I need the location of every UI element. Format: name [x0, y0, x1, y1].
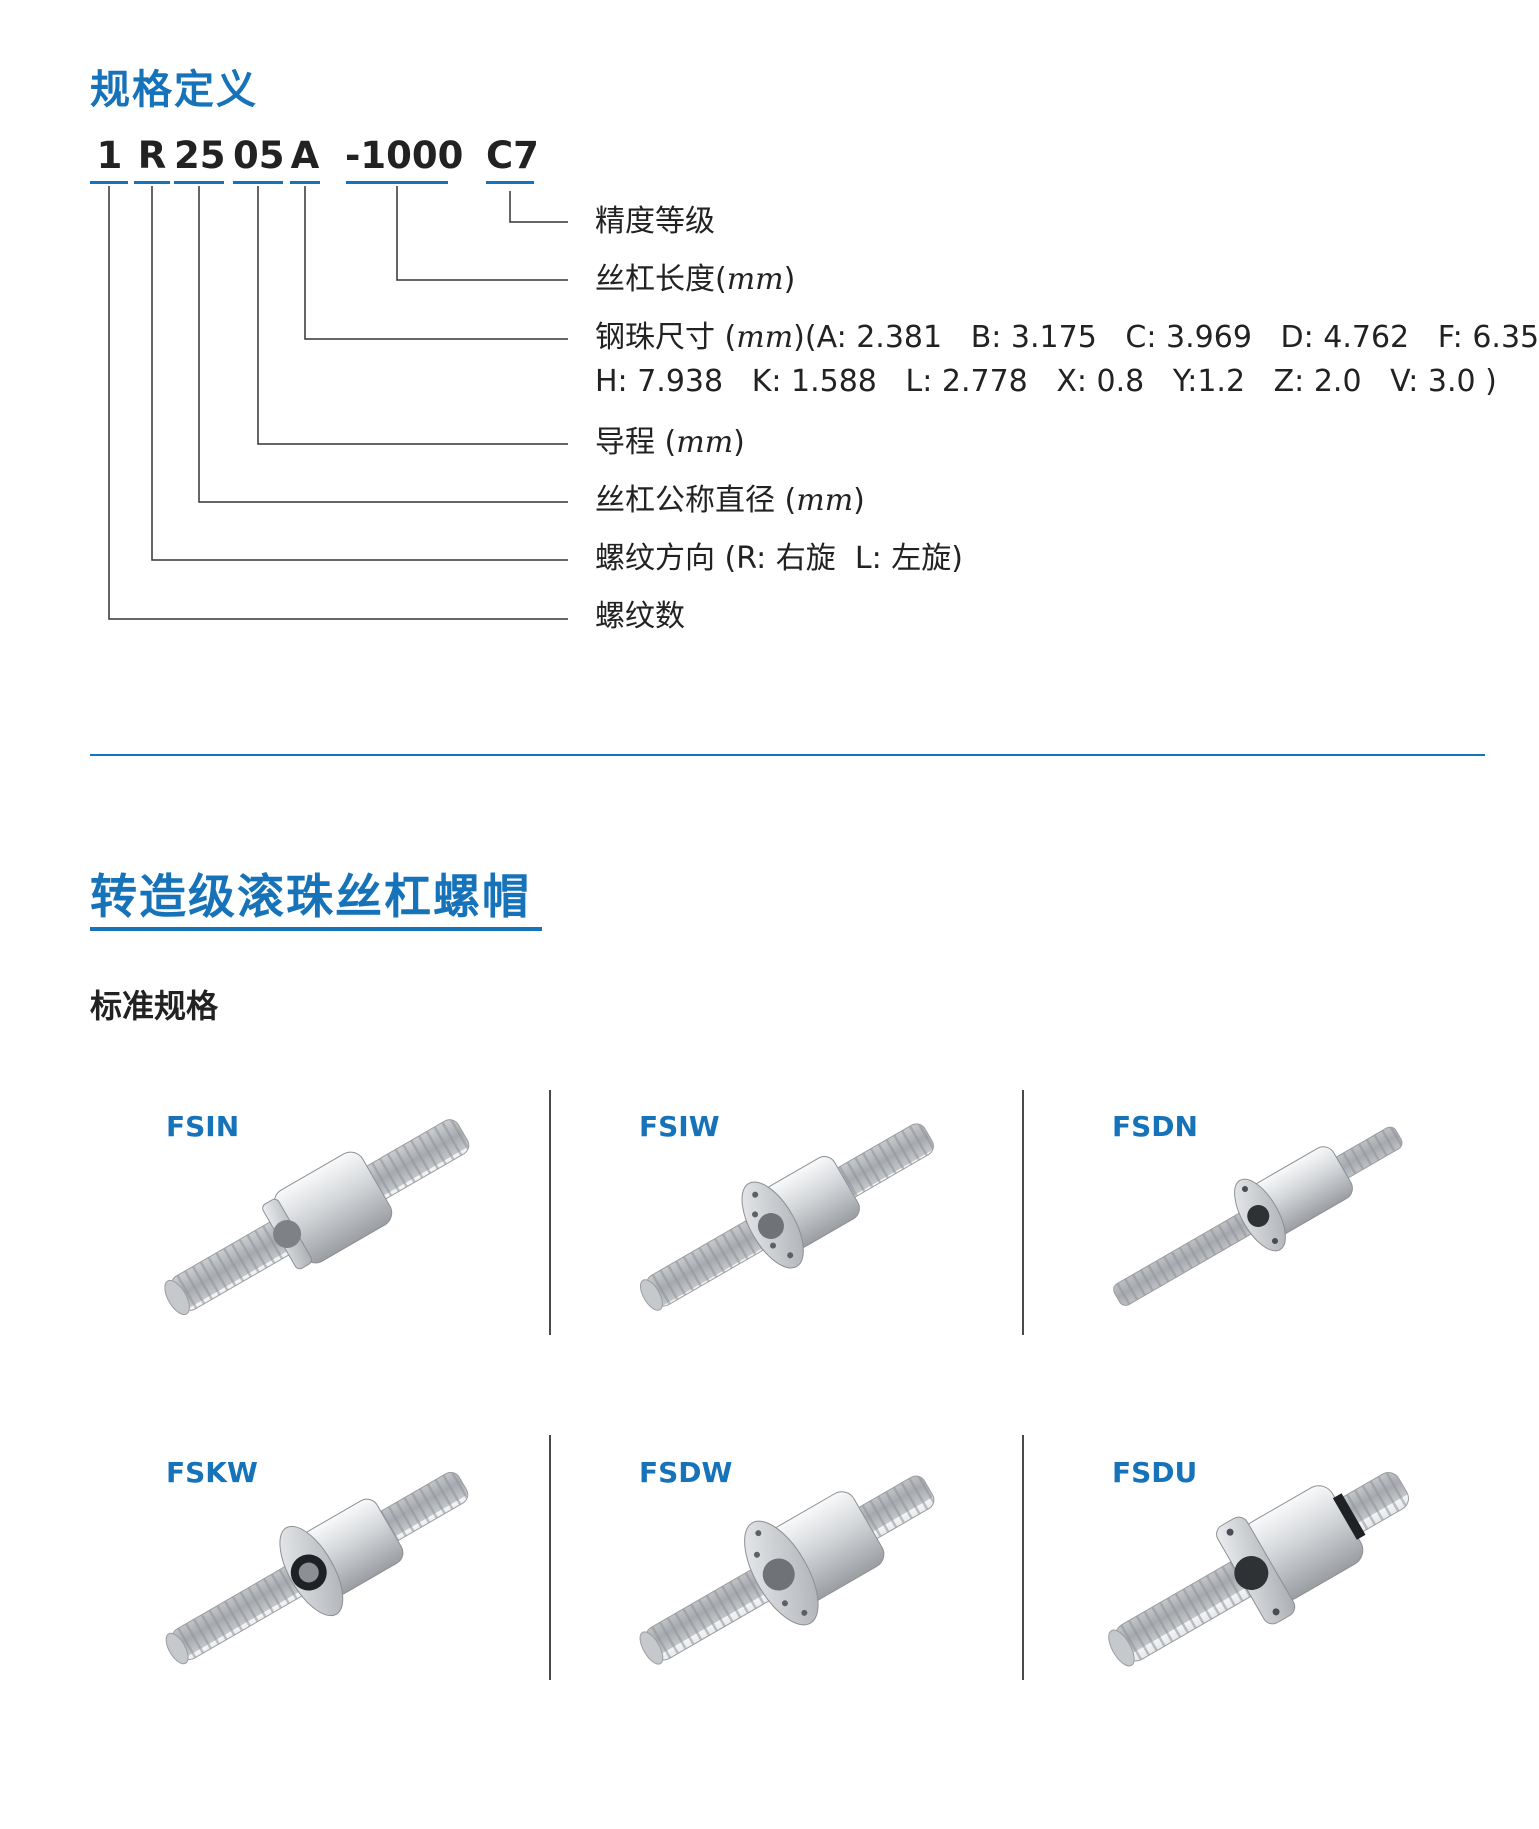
label-ball: 钢珠尺寸 (mm)(A: 2.381 B: 3.175 C: 3.969 D: …	[595, 320, 1539, 355]
label-threads: 螺纹数	[595, 599, 685, 634]
code-ball: A	[290, 134, 320, 177]
code-grade: C7	[486, 134, 539, 177]
label-length: 丝杠长度(mm)	[595, 262, 796, 297]
ball-values-line2: H: 7.938 K: 1.588 L: 2.778 X: 0.8 Y:1.2 …	[595, 364, 1497, 399]
code-direction: R	[137, 134, 167, 177]
product-image-fskw	[165, 1471, 469, 1665]
code-threads: 1	[96, 134, 123, 177]
code-lead: 05	[233, 134, 285, 177]
code-underline	[233, 181, 283, 184]
section-title-underline	[90, 927, 542, 931]
product-name-fsdn: FSDN	[1112, 1110, 1198, 1143]
connector-lead	[257, 186, 568, 445]
code-underline	[486, 181, 534, 184]
subsection-title: 标准规格	[90, 987, 219, 1025]
product-name-fskw: FSKW	[166, 1456, 258, 1489]
product-image-fsdn	[1113, 1126, 1403, 1306]
unit-mm: mm	[726, 262, 784, 297]
code-diameter: 25	[174, 134, 226, 177]
connector-diameter	[198, 186, 568, 503]
column-divider	[1022, 1435, 1024, 1680]
column-divider	[549, 1435, 551, 1680]
product-name-fsdu: FSDU	[1112, 1456, 1198, 1489]
code-underline	[290, 181, 320, 184]
product-image-fsdw	[639, 1475, 935, 1665]
unit-mm: mm	[796, 483, 854, 518]
connector-grade	[509, 191, 568, 223]
connector-ball	[304, 186, 568, 340]
spec-title: 规格定义	[90, 67, 258, 113]
section-title: 转造级滚珠丝杠螺帽	[90, 870, 531, 925]
product-name-fsin: FSIN	[166, 1110, 240, 1143]
connector-lines	[108, 186, 568, 620]
connector-threads	[108, 186, 568, 620]
unit-mm: mm	[676, 425, 734, 460]
code-underline	[134, 181, 170, 184]
label-ball-text: 钢珠尺寸	[595, 320, 715, 355]
column-divider	[549, 1090, 551, 1335]
column-divider	[1022, 1090, 1024, 1335]
code-underline	[174, 181, 224, 184]
connector-direction	[151, 186, 568, 561]
label-lead-text: 导程	[595, 425, 655, 460]
unit-mm: mm	[736, 320, 794, 355]
section-divider	[90, 754, 1485, 756]
label-diameter: 丝杠公称直径 (mm)	[595, 483, 865, 518]
ball-values-line1: (A: 2.381 B: 3.175 C: 3.969 D: 4.762 F: …	[804, 320, 1539, 355]
label-grade: 精度等级	[595, 204, 715, 239]
product-image-fsiw	[639, 1123, 934, 1311]
label-direction: 螺纹方向 (R: 右旋 L: 左旋)	[595, 541, 963, 576]
product-image-fsin	[164, 1119, 470, 1316]
code-underline	[346, 181, 448, 184]
code-length: -1000	[345, 134, 464, 177]
label-lead: 导程 (mm)	[595, 425, 745, 460]
label-diameter-text: 丝杠公称直径	[595, 483, 775, 518]
label-length-text: 丝杠长度	[595, 262, 715, 297]
product-name-fsdw: FSDW	[639, 1456, 733, 1489]
code-underline	[90, 181, 128, 184]
connector-length	[396, 186, 568, 281]
product-image-fsdu	[1108, 1472, 1410, 1667]
product-name-fsiw: FSIW	[639, 1110, 720, 1143]
